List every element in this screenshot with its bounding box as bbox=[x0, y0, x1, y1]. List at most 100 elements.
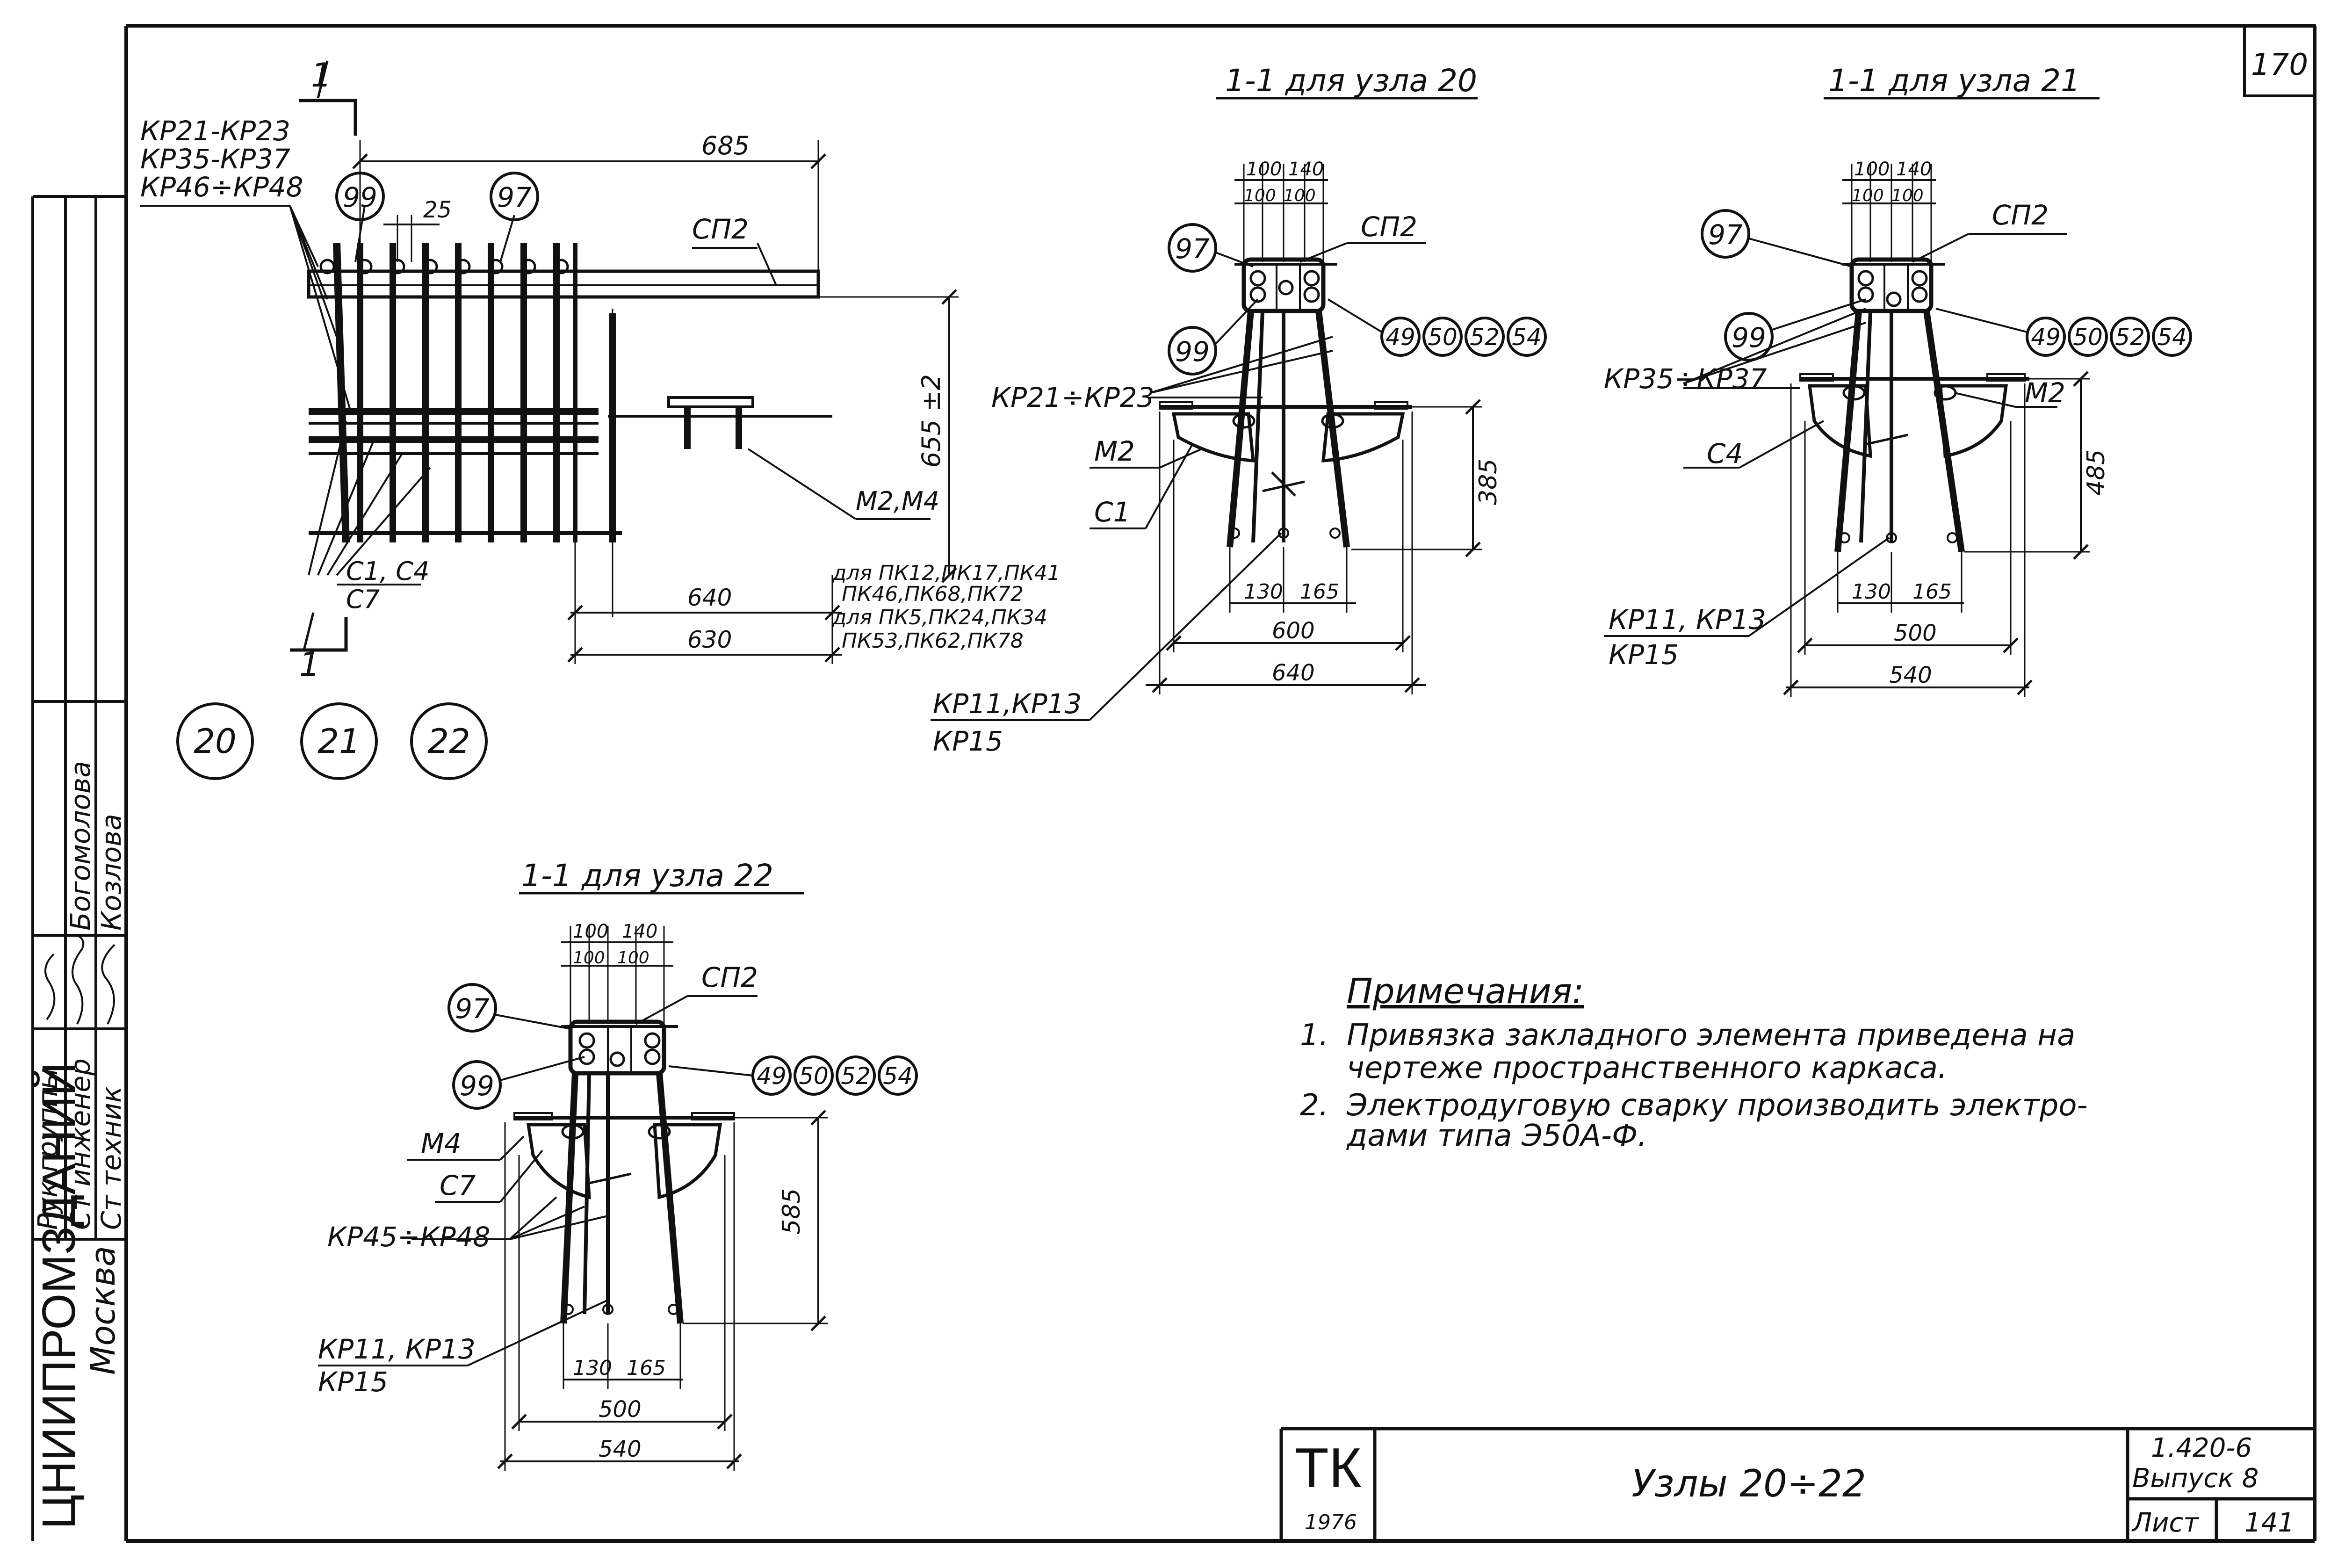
s20-balloon-99: 99 bbox=[1175, 336, 1210, 368]
role-1: Рук группы bbox=[32, 1068, 64, 1230]
node-circle-20 bbox=[176, 702, 254, 780]
left-signature-block bbox=[31, 195, 126, 1541]
s20-dim-140: 140 bbox=[1288, 159, 1324, 180]
name-1: Богомолова bbox=[65, 761, 96, 931]
tb-logo: ТК bbox=[1294, 1437, 1361, 1499]
s21-c49: 49 bbox=[2031, 324, 2061, 351]
plan-cut-mark-bottom: 1 bbox=[299, 645, 320, 684]
tb-sheet-number: 141 bbox=[2244, 1508, 2295, 1538]
s22-sp2: СП2 bbox=[701, 961, 758, 993]
plan-note-b1: для ПК5,ПК24,ПК34 bbox=[832, 606, 1047, 629]
s21-balloon-99: 99 bbox=[1732, 322, 1766, 354]
s22-dim-165: 165 bbox=[627, 1356, 666, 1380]
s20-dim-100c: 100 bbox=[1284, 186, 1316, 205]
signatures bbox=[44, 934, 115, 1025]
plan-m2m4: М2,М4 bbox=[856, 486, 939, 516]
s21-dim-100c: 100 bbox=[1891, 186, 1924, 205]
s22-kr-label: КР45÷КР48 bbox=[327, 1221, 491, 1253]
left-block-texts: ЦНИИПРОМЗДАНИЙ Москва Рук группы Ст инже… bbox=[32, 761, 127, 1529]
s20-kr15: КР15 bbox=[933, 725, 1003, 757]
s22-c52: 52 bbox=[841, 1062, 871, 1090]
note-1-number: 1. bbox=[1300, 1018, 1328, 1053]
plan-note-a1: для ПК12,ПК17,ПК41 bbox=[832, 561, 1061, 585]
role-2: Ст инженер bbox=[65, 1058, 96, 1230]
org-name: ЦНИИПРОМЗДАНИЙ bbox=[32, 1062, 85, 1529]
plan-dim-655: 655 ±2 bbox=[916, 374, 946, 468]
s21-dim-485: 485 bbox=[2082, 449, 2110, 496]
s20-dim-130: 130 bbox=[1244, 580, 1283, 604]
plan-cut-mark-top: 1 bbox=[311, 56, 332, 94]
tb-year: 1976 bbox=[1305, 1510, 1357, 1534]
s21-m2: М2 bbox=[2025, 377, 2065, 409]
s21-kr11: КР11, КР13 bbox=[1609, 604, 1766, 636]
s21-balloon-97: 97 bbox=[1708, 219, 1743, 251]
plan-dim-685: 685 bbox=[701, 131, 750, 160]
s21-kr-label: КР35÷КР37 bbox=[1604, 363, 1767, 395]
s21-dim-165: 165 bbox=[1912, 580, 1952, 604]
sheet-frame bbox=[124, 24, 2316, 1543]
section-20-texts: 1-1 для узла 20 100 140 100 100 97 99 СП… bbox=[933, 63, 1542, 757]
note-2-line-2: дами типа Э50А-Ф. bbox=[1346, 1119, 1647, 1153]
s21-kr15: КР15 bbox=[1609, 639, 1679, 671]
note-2-number: 2. bbox=[1300, 1088, 1328, 1123]
tb-issue: Выпуск 8 bbox=[2132, 1463, 2259, 1494]
s21-c54: 54 bbox=[2157, 324, 2187, 351]
plan-note-b2: ПК53,ПК62,ПК78 bbox=[842, 629, 1024, 653]
plan-label-kr46: КР46÷КР48 bbox=[140, 171, 303, 203]
tb-title: Узлы 20÷22 bbox=[1631, 1462, 1866, 1505]
node-circle-21 bbox=[300, 702, 378, 780]
s20-sp2: СП2 bbox=[1361, 211, 1417, 243]
s21-c50: 50 bbox=[2073, 324, 2103, 351]
sheet-number-top: 170 bbox=[2251, 48, 2308, 82]
s20-dim-385: 385 bbox=[1474, 459, 1502, 505]
s22-dim-500: 500 bbox=[599, 1396, 642, 1423]
plan-dim-25: 25 bbox=[423, 197, 452, 223]
tb-series: 1.420-6 bbox=[2151, 1433, 2252, 1463]
plan-label-kr35: КР35-КР37 bbox=[140, 143, 290, 175]
s22-dim-100b: 100 bbox=[573, 948, 605, 968]
node-circle-22 bbox=[410, 702, 488, 780]
note-2-line-1: Электродуговую сварку производить электр… bbox=[1346, 1088, 2088, 1123]
s20-kr-label: КР21÷КР23 bbox=[991, 382, 1155, 413]
s20-dim-600: 600 bbox=[1272, 618, 1315, 644]
s22-dim-585: 585 bbox=[778, 1188, 806, 1235]
plan-balloon-97: 97 bbox=[497, 181, 532, 213]
s22-c54: 54 bbox=[883, 1062, 913, 1090]
plan-label-kr21: КР21-КР23 bbox=[140, 115, 290, 147]
s22-dim-100c: 100 bbox=[617, 948, 649, 968]
plan-c7: С7 bbox=[346, 585, 380, 614]
s20-balloon-97: 97 bbox=[1175, 233, 1210, 265]
title-block bbox=[1279, 1427, 2315, 1541]
s22-c7: С7 bbox=[440, 1170, 476, 1201]
s22-dim-130: 130 bbox=[573, 1356, 612, 1380]
s22-title: 1-1 для узла 22 bbox=[521, 858, 773, 894]
section-21-texts: 1-1 для узла 21 100 140 100 100 97 99 СП… bbox=[1604, 63, 2187, 688]
s20-c1: С1 bbox=[1094, 496, 1130, 528]
s22-c50: 50 bbox=[799, 1062, 829, 1090]
s21-c52: 52 bbox=[2115, 324, 2145, 351]
s20-dim-100b: 100 bbox=[1244, 186, 1276, 205]
plan-c1c4: С1, С4 bbox=[346, 556, 429, 586]
plan-balloon-99: 99 bbox=[343, 181, 377, 213]
s20-dim-165: 165 bbox=[1300, 580, 1339, 604]
s22-dim-100a: 100 bbox=[573, 921, 608, 942]
section-22-texts: 1-1 для узла 22 100 140 100 100 97 99 СП… bbox=[318, 858, 913, 1462]
title-block-texts: ТК 1976 Узлы 20÷22 1.420-6 Выпуск 8 Лист… bbox=[1294, 1433, 2294, 1538]
role-3: Ст техник bbox=[95, 1086, 127, 1230]
notes-heading: Примечания: bbox=[1347, 971, 1584, 1012]
s20-c52: 52 bbox=[1470, 324, 1500, 351]
s20-title: 1-1 для узла 20 bbox=[1225, 63, 1477, 99]
s22-m4: М4 bbox=[421, 1127, 462, 1159]
note-1-line-2: чертеже пространственного каркаса. bbox=[1347, 1051, 1947, 1085]
s20-dim-100a: 100 bbox=[1246, 159, 1282, 180]
s22-kr11: КР11, КР13 bbox=[318, 1333, 476, 1365]
s21-sp2: СП2 bbox=[1992, 199, 2049, 231]
tb-sheet-label: Лист bbox=[2131, 1508, 2199, 1538]
s21-c4: С4 bbox=[1707, 438, 1743, 470]
node-circle-21-label: 21 bbox=[318, 722, 361, 761]
plan-sp2: СП2 bbox=[692, 213, 749, 245]
s21-dim-100b: 100 bbox=[1852, 186, 1884, 205]
s21-dim-500: 500 bbox=[1894, 620, 1937, 646]
plan-dim-640: 640 bbox=[687, 584, 732, 611]
